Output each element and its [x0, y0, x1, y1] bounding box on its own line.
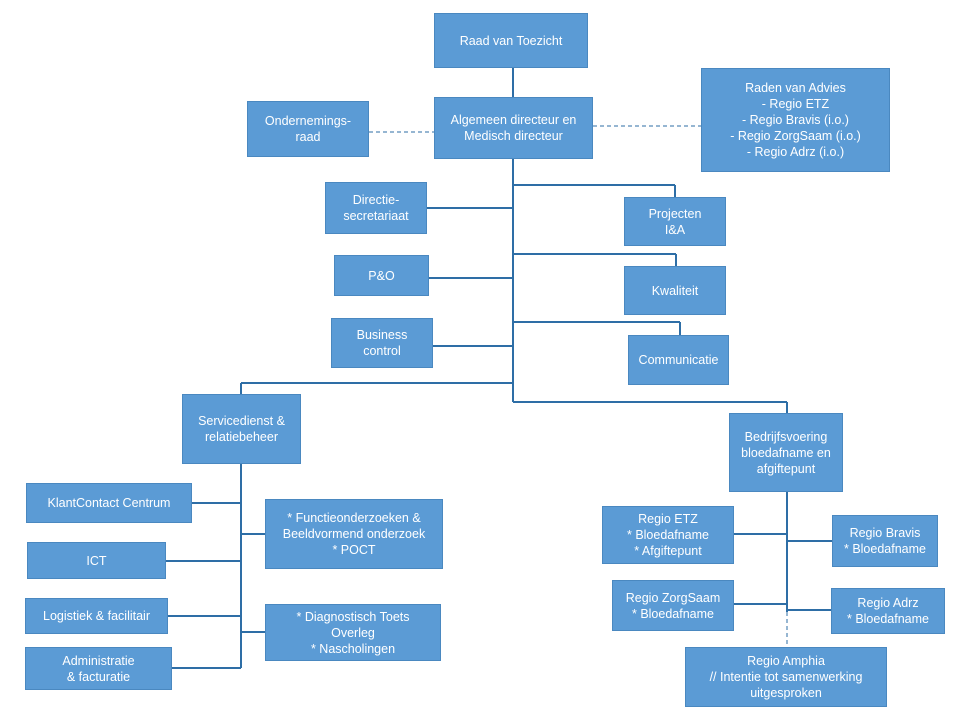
directie-secretariaat-line-2: secretariaat [343, 209, 409, 223]
raden-van-advies-line-3: - Regio Bravis (i.o.) [742, 113, 849, 127]
diagnostisch-toets-overleg-line-3: * Nascholingen [310, 641, 396, 656]
p-en-o-box: P&O [334, 255, 429, 296]
regio-adrz-line-1: Regio Adrz [857, 596, 919, 610]
ondernemingsraad-line-1: Ondernemings- [264, 114, 352, 128]
raden-van-advies-box: Raden van Advies - Regio ETZ - Regio Bra… [701, 68, 890, 172]
kwaliteit-box: Kwaliteit [624, 266, 726, 315]
regio-bravis-line-1: Regio Bravis [849, 526, 921, 540]
regio-zorgsaam-line-1: Regio ZorgSaam [625, 590, 721, 605]
raad-van-toezicht-label: Raad van Toezicht [459, 33, 563, 48]
ondernemingsraad-line-2: raad [295, 130, 321, 144]
diagnostisch-toets-overleg-line-1: * Diagnostisch Toets [296, 609, 410, 624]
raad-van-toezicht-box: Raad van Toezicht [434, 13, 588, 68]
regio-etz-line-2: * Bloedafname [626, 528, 709, 542]
raden-van-advies-line-2: - Regio ETZ [761, 97, 830, 111]
algemeen-directeur-line-2: Medisch directeur [464, 129, 563, 143]
ondernemingsraad-box: Ondernemings- raad [247, 101, 369, 157]
communicatie-label: Communicatie [638, 353, 719, 367]
regio-amphia-line-3: uitgesproken [750, 686, 822, 700]
bedrijfsvoering-box: Bedrijfsvoering bloedafname en afgiftepu… [729, 413, 843, 492]
regio-bravis-box: Regio Bravis * Bloedafname [832, 515, 938, 567]
communicatie-box: Communicatie [628, 335, 729, 385]
projecten-ia-line-1: Projecten [648, 206, 702, 221]
business-control-box: Business control [331, 318, 433, 368]
ict-label: ICT [86, 553, 107, 568]
diagnostisch-toets-overleg-box: * Diagnostisch Toets Overleg * Nascholin… [265, 604, 441, 661]
regio-adrz-box: Regio Adrz * Bloedafname [831, 588, 945, 634]
servicedienst-line-1: Servicedienst & [198, 414, 285, 428]
regio-amphia-line-2: // Intentie tot samenwerking [709, 670, 863, 684]
functieonderzoeken-line-3: * POCT [332, 543, 376, 557]
algemeen-directeur-line-1: Algemeen directeur en [450, 113, 577, 127]
business-control-line-2: control [363, 344, 401, 358]
raden-van-advies-line-1: Raden van Advies [745, 81, 846, 95]
algemeen-directeur-box: Algemeen directeur en Medisch directeur [434, 97, 593, 159]
administratie-facturatie-line-1: Administratie [62, 653, 135, 668]
ict-box: ICT [27, 542, 166, 579]
regio-bravis-line-2: * Bloedafname [843, 542, 926, 556]
klantcontact-centrum-label: KlantContact Centrum [47, 496, 171, 510]
functieonderzoeken-line-2: Beeldvormend onderzoek [282, 527, 426, 541]
projecten-ia-line-2: I&A [664, 222, 686, 237]
administratie-facturatie-box: Administratie & facturatie [25, 647, 172, 690]
functieonderzoeken-line-1: * Functieonderzoeken & [287, 511, 421, 525]
servicedienst-line-2: relatiebeheer [205, 430, 278, 444]
regio-zorgsaam-box: Regio ZorgSaam * Bloedafname [612, 580, 734, 631]
klantcontact-centrum-box: KlantContact Centrum [26, 483, 192, 523]
regio-amphia-box: Regio Amphia // Intentie tot samenwerkin… [685, 647, 887, 707]
business-control-line-1: Business [356, 328, 408, 342]
administratie-facturatie-line-2: & facturatie [66, 669, 131, 684]
directie-secretariaat-line-1: Directie- [352, 193, 400, 207]
logistiek-facilitair-box: Logistiek & facilitair [25, 598, 168, 634]
diagnostisch-toets-overleg-line-2: Overleg [331, 625, 375, 640]
functieonderzoeken-box: * Functieonderzoeken & Beeldvormend onde… [265, 499, 443, 569]
servicedienst-box: Servicedienst & relatiebeheer [182, 394, 301, 464]
directie-secretariaat-box: Directie- secretariaat [325, 182, 427, 234]
bedrijfsvoering-line-3: afgiftepunt [756, 461, 816, 476]
kwaliteit-label: Kwaliteit [651, 283, 699, 298]
raden-van-advies-line-5: - Regio Adrz (i.o.) [746, 145, 845, 159]
projecten-ia-box: Projecten I&A [624, 197, 726, 246]
raden-van-advies-line-4: - Regio ZorgSaam (i.o.) [730, 129, 861, 143]
bedrijfsvoering-line-1: Bedrijfsvoering [744, 429, 828, 444]
regio-zorgsaam-line-2: * Bloedafname [631, 606, 714, 621]
regio-etz-box: Regio ETZ * Bloedafname * Afgiftepunt [602, 506, 734, 564]
bedrijfsvoering-line-2: bloedafname en [741, 445, 831, 460]
p-en-o-label: P&O [368, 268, 395, 283]
regio-etz-line-1: Regio ETZ [638, 512, 698, 526]
logistiek-facilitair-label: Logistiek & facilitair [43, 609, 150, 623]
regio-adrz-line-2: * Bloedafname [846, 612, 929, 626]
regio-etz-line-3: * Afgiftepunt [634, 544, 702, 558]
regio-amphia-line-1: Regio Amphia [747, 654, 825, 668]
